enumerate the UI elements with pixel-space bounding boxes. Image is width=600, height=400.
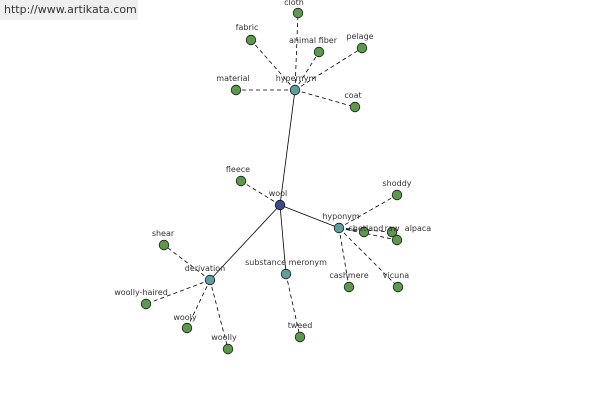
edge-derivation-woolly_haired: [145, 279, 211, 305]
node-woolly[interactable]: [222, 343, 234, 355]
label-animal_fiber: animal fiber: [289, 36, 338, 45]
edge-hypernym-coat: [294, 89, 356, 108]
edge-wool-fleece: [240, 180, 281, 206]
node-shoddy[interactable]: [391, 189, 403, 201]
label-substance_meronym: substance meronym: [245, 258, 327, 267]
watermark-box: http://www.artikata.com: [0, 0, 138, 20]
edge-hyponym-cashmere: [338, 227, 350, 288]
label-cashmere: cashmere: [329, 271, 368, 280]
label-cloth: cloth: [284, 0, 304, 7]
label-alpaca: alpaca: [405, 224, 432, 233]
label-material: material: [216, 74, 249, 83]
edge-derivation-shear: [163, 244, 211, 281]
node-substance_meronym[interactable]: [280, 268, 292, 280]
node-cloth[interactable]: [292, 7, 304, 19]
label-vicuna: vicuna: [383, 271, 409, 280]
label-shear: shear: [152, 229, 175, 238]
node-raw[interactable]: [386, 226, 398, 238]
edge-substance_meronym-tweed: [285, 273, 301, 338]
label-fleece: fleece: [226, 165, 250, 174]
label-shoddy: shoddy: [382, 179, 411, 188]
node-derivation[interactable]: [204, 274, 216, 286]
node-fleece[interactable]: [235, 175, 247, 187]
edge-wool-hyponym: [279, 204, 340, 229]
labels-layer: wool hypernym hyponym derivation substance m…: [114, 0, 431, 342]
label-hyponym: hyponym: [322, 212, 360, 221]
node-coat[interactable]: [349, 101, 361, 113]
node-vicuna[interactable]: [392, 281, 404, 293]
node-shetland[interactable]: [358, 226, 370, 238]
watermark-url: http://www.artikata.com: [4, 3, 137, 16]
node-cashmere[interactable]: [343, 281, 355, 293]
node-alpaca[interactable]: [391, 234, 403, 246]
edge-hypernym-pelage: [294, 47, 363, 91]
node-material[interactable]: [230, 84, 242, 96]
edge-wool-hypernym: [279, 89, 296, 206]
label-coat: coat: [344, 91, 361, 100]
label-derivation: derivation: [185, 264, 225, 273]
label-woolly: woolly: [211, 333, 237, 342]
node-wool[interactable]: [274, 199, 286, 211]
node-tweed[interactable]: [294, 331, 306, 343]
node-animal_fiber[interactable]: [313, 46, 325, 58]
label-woolly_haired: woolly-haired: [114, 288, 168, 297]
edge-wool-derivation: [209, 204, 281, 281]
edges-layer: [145, 12, 399, 350]
node-pelage[interactable]: [356, 42, 368, 54]
node-hypernym[interactable]: [289, 84, 301, 96]
label-wooly: wooly: [173, 313, 197, 322]
node-woolly_haired[interactable]: [140, 298, 152, 310]
node-shear[interactable]: [158, 239, 170, 251]
edge-hyponym-raw: [338, 227, 393, 233]
label-pelage: pelage: [346, 32, 373, 41]
edge-wool-substance_meronym: [279, 204, 287, 275]
edge-derivation-wooly: [186, 279, 211, 329]
edge-hypernym-animal_fiber: [294, 51, 320, 91]
label-fabric: fabric: [236, 23, 259, 32]
node-wooly[interactable]: [181, 322, 193, 334]
label-hypernym: hypernym: [276, 74, 317, 83]
edge-derivation-woolly: [209, 279, 229, 350]
label-shetland: shetland: [349, 224, 384, 233]
label-wool: wool: [269, 189, 288, 198]
nodes-layer: [140, 7, 404, 355]
node-fabric[interactable]: [245, 34, 257, 46]
label-raw: raw: [385, 224, 400, 233]
label-tweed: tweed: [288, 321, 313, 330]
edge-hypernym-cloth: [294, 12, 299, 91]
node-hyponym[interactable]: [333, 222, 345, 234]
